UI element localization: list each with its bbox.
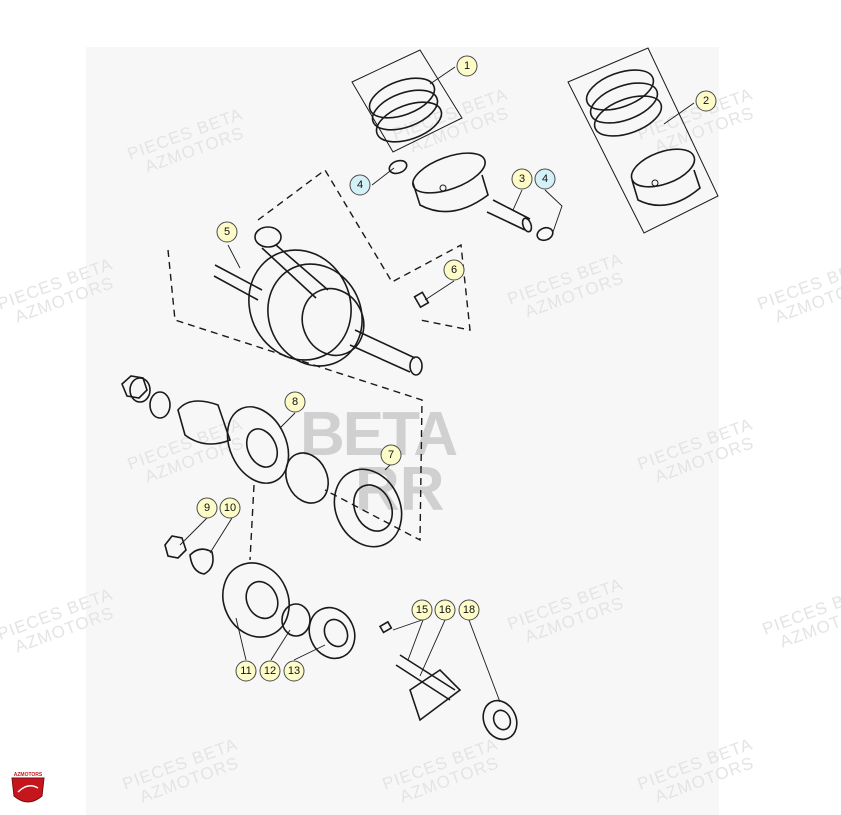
gear-stack-part (121, 375, 403, 548)
callout-18[interactable]: 18 (458, 599, 480, 621)
callout-7[interactable]: 7 (380, 444, 402, 466)
callout-label: 13 (288, 665, 300, 677)
callout-label: 12 (264, 665, 276, 677)
lower-gear-part (222, 484, 356, 660)
callout-1[interactable]: 1 (456, 55, 478, 77)
callout-label: 15 (416, 604, 428, 616)
callout-13[interactable]: 13 (283, 660, 305, 682)
callout-4-left[interactable]: 4 (349, 174, 371, 196)
diagram-panel (86, 47, 719, 815)
callout-label: 10 (224, 502, 236, 514)
callout-label: 9 (204, 502, 210, 514)
callout-label: 4 (542, 173, 548, 185)
callout-3[interactable]: 3 (511, 168, 533, 190)
callout-label: 6 (451, 264, 457, 276)
callout-label: 16 (439, 604, 451, 616)
callout-15[interactable]: 15 (411, 599, 433, 621)
callout-label: 4 (357, 179, 363, 191)
callout-10[interactable]: 10 (219, 497, 241, 519)
piston-kit-part (567, 47, 719, 234)
callout-2[interactable]: 2 (695, 90, 717, 112)
piston-part (388, 152, 554, 242)
callout-label: 3 (519, 173, 525, 185)
azmotors-logo-icon: AZMOTORS (11, 772, 45, 803)
piston-rings-part (351, 49, 463, 153)
leader-lines (179, 66, 695, 703)
crankshaft-part (167, 168, 471, 542)
callout-label: 1 (464, 60, 470, 72)
callout-4-right[interactable]: 4 (534, 168, 556, 190)
callout-5[interactable]: 5 (216, 221, 238, 243)
callout-16[interactable]: 16 (434, 599, 456, 621)
stamp-line: BETA (300, 400, 457, 469)
callout-8[interactable]: 8 (284, 391, 306, 413)
callout-12[interactable]: 12 (259, 660, 281, 682)
callout-11[interactable]: 11 (235, 660, 257, 682)
callout-label: 8 (292, 396, 298, 408)
logo-text: AZMOTORS (14, 772, 43, 778)
callout-9[interactable]: 9 (196, 497, 218, 519)
callout-label: 18 (463, 604, 475, 616)
stamp-line: RR (355, 455, 445, 524)
nut-washer-part (164, 535, 214, 575)
callout-label: 11 (240, 665, 251, 677)
balancer-shaft-part (378, 620, 518, 741)
callout-label: 2 (703, 95, 709, 107)
callout-6[interactable]: 6 (443, 259, 465, 281)
callout-label: 7 (388, 449, 394, 461)
callout-label: 5 (224, 226, 230, 238)
center-stamp: BETA RR (300, 400, 459, 524)
